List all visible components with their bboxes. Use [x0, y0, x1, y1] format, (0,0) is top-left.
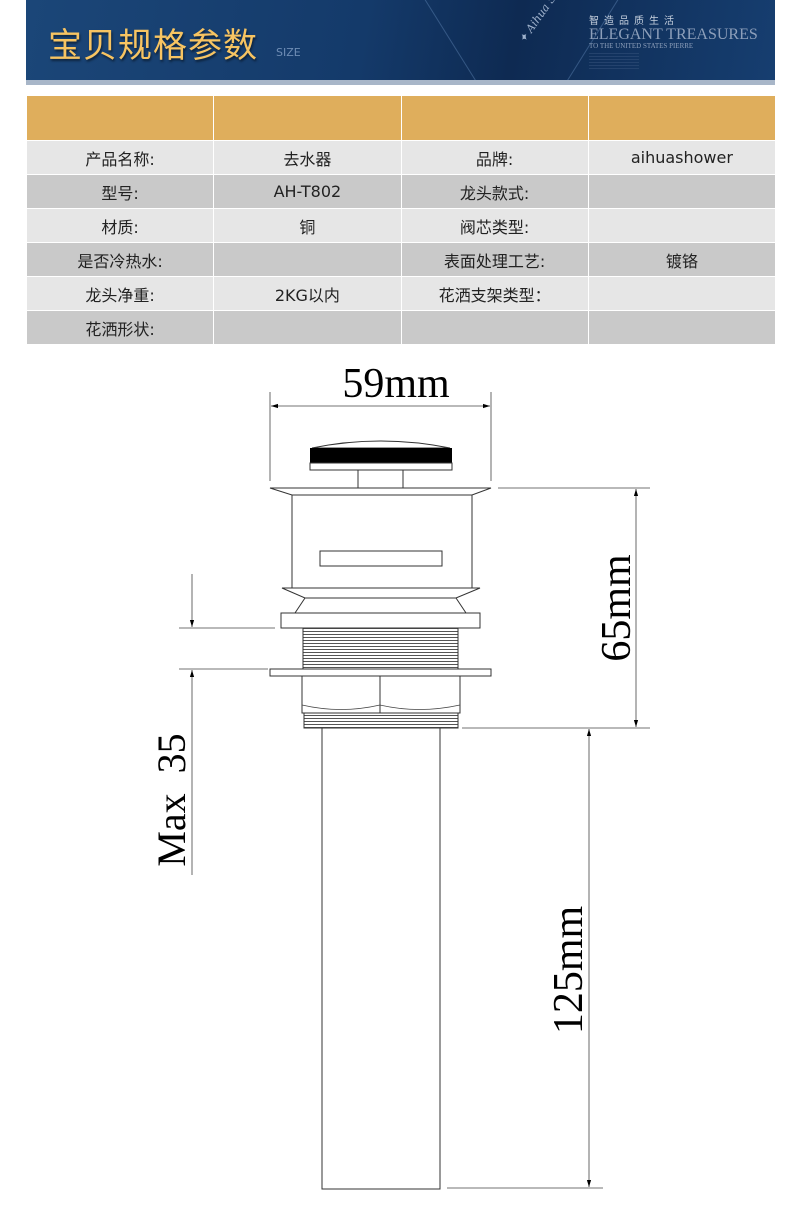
table-row: 花洒形状:: [25, 310, 777, 345]
decorative-fine-text: [589, 53, 639, 69]
table-row: 材质: 铜 阀芯类型:: [25, 208, 777, 243]
slogan: 智造品质生活: [589, 16, 679, 27]
tagline-sub: TO THE UNITED STATES PIERRE: [589, 42, 694, 50]
height-dimension: 65mm: [462, 487, 650, 729]
drain-cap: [309, 440, 453, 489]
spec-label: 阀芯类型:: [400, 208, 589, 243]
spec-label: 龙头净重:: [25, 276, 215, 311]
spec-label: 表面处理工艺:: [400, 242, 589, 277]
spec-label: 花洒支架类型：: [400, 276, 589, 311]
spec-table: 产品名称: 去水器 品牌: aihuashower 型号: AH-T802 龙头…: [25, 95, 777, 345]
max-thickness-dimension: Max 35: [149, 574, 275, 875]
spec-value: [587, 310, 777, 345]
width-dimension: 59mm: [269, 361, 492, 481]
spec-value: AH-T802: [213, 174, 402, 209]
header-banner: 宝贝规格参数 SIZE ✦ Aihua Shower 智造品质生活 ELEGAN…: [26, 0, 775, 80]
spec-value: 镀铬: [587, 242, 777, 277]
tube-label: 125mm: [546, 906, 592, 1035]
table-header-row: [25, 95, 777, 141]
tube-dimension: 125mm: [447, 729, 603, 1189]
spec-value: 去水器: [213, 140, 402, 175]
drain-body: [269, 487, 492, 1190]
table-row: 产品名称: 去水器 品牌: aihuashower: [25, 140, 777, 175]
table-row: 龙头净重: 2KG以内 花洒支架类型：: [25, 276, 777, 311]
spec-value: [587, 208, 777, 243]
tagline: ELEGANT TREASURES: [589, 26, 758, 43]
page-subtitle: SIZE: [276, 46, 301, 59]
spec-label: 型号:: [25, 174, 215, 209]
spec-value: 2KG以内: [213, 276, 402, 311]
spec-value: [213, 310, 402, 345]
spec-label: 是否冷热水:: [25, 242, 215, 277]
banner-strip: [26, 80, 775, 85]
spec-label: 品牌:: [400, 140, 589, 175]
spec-label: 产品名称:: [25, 140, 215, 175]
width-label: 59mm: [342, 361, 450, 407]
table-row: 是否冷热水: 表面处理工艺: 镀铬: [25, 242, 777, 277]
spec-value: [213, 242, 402, 277]
spec-label: 龙头款式:: [400, 174, 589, 209]
page-title: 宝贝规格参数: [48, 26, 258, 66]
max-label: Max 35: [149, 733, 194, 866]
height-label: 65mm: [594, 554, 640, 662]
header-cell: [25, 95, 215, 141]
spec-value: [587, 276, 777, 311]
spec-label: [400, 310, 589, 345]
spec-value: aihuashower: [587, 140, 777, 175]
spec-label: 花洒形状:: [25, 310, 215, 345]
table-row: 型号: AH-T802 龙头款式:: [25, 174, 777, 209]
spec-label: 材质:: [25, 208, 215, 243]
spec-value: 铜: [213, 208, 402, 243]
